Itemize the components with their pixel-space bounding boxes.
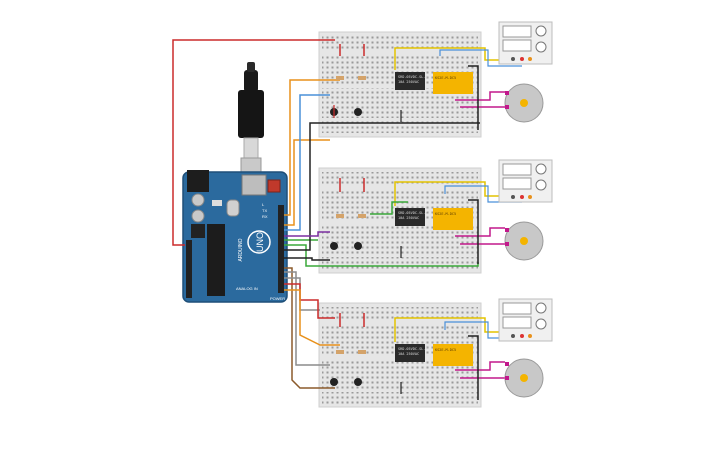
resistor [336,76,344,80]
relay-black [395,344,425,362]
row-1-components: SRD-05VDC-SL-C 10A 250VAC KS2E-M-DC5 [330,44,522,130]
relay-text: SRD-05VDC-SL-C [398,347,428,351]
power-supply-1[interactable] [498,21,553,65]
power-label: POWER [270,296,285,301]
row-3-components: SRD-05VDC-SL-C 10A 250VAC KS2E-M-DC5 [330,313,522,400]
resistor [336,214,344,218]
push-button[interactable] [330,378,338,386]
usb-port [241,174,267,196]
push-button[interactable] [354,108,362,116]
dc-motor-3 [504,358,544,398]
relay-text: SRD-05VDC-SL-C [398,211,428,215]
reset-button[interactable] [267,179,281,193]
relay-module-label: KS2E-M-DC5 [435,212,456,216]
relay-text: 10A 250VAC [398,216,419,220]
relay-yellow [433,344,473,366]
atmega-chip [207,224,225,296]
rx-label: RX [262,214,268,219]
resistor [336,350,344,354]
relay-black [395,72,425,90]
arduino-uno-board[interactable]: UNO ARDUINO ANALOG IN POWER TX RX L [182,170,288,303]
dc-jack [187,170,209,192]
wires-arduino [172,39,480,389]
relay-text: 10A 250VAC [398,80,419,84]
relay-yellow [433,208,473,230]
power-supply-3[interactable] [498,298,553,342]
push-button[interactable] [354,242,362,250]
push-button[interactable] [330,242,338,250]
l-led-label: L [262,202,265,207]
tx-label: TX [262,208,267,213]
resistor [358,350,366,354]
uno-label: UNO [255,232,265,252]
analog-in-label: ANALOG IN [236,286,258,291]
dc-motor-2 [504,221,544,261]
relay-module-label: KS2E-M-DC5 [435,348,456,352]
relay-text: 10A 250VAC [398,352,419,356]
power-supply-2[interactable] [498,159,553,203]
relay-module-label: KS2E-M-DC5 [435,76,456,80]
dc-motor-1 [504,83,544,123]
resistor [358,76,366,80]
relay-text: SRD-05VDC-SL-C [398,75,428,79]
arduino-brand-label: ARDUINO [238,238,244,261]
row-2-components: SRD-05VDC-SL-C 10A 250VAC KS2E-M-DC5 [330,178,522,264]
resistor [358,214,366,218]
relay-black [395,208,425,226]
relay-yellow [433,72,473,94]
push-button[interactable] [354,378,362,386]
